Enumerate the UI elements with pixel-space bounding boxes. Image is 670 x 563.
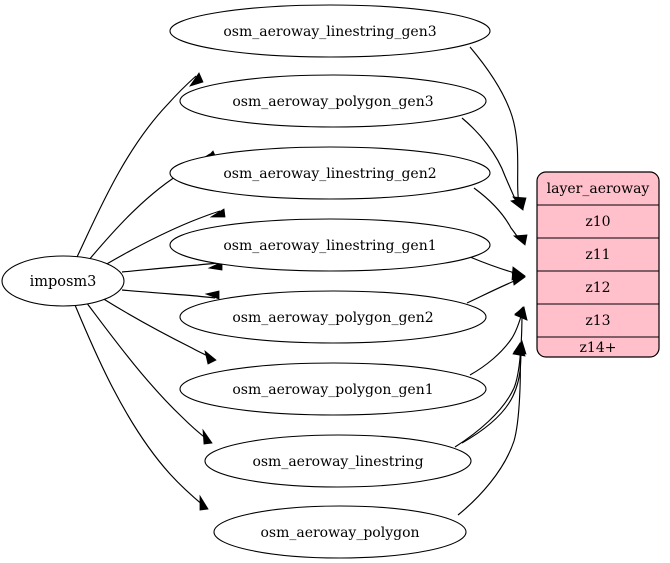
osm_aeroway_polygon_gen2-label: osm_aeroway_polygon_gen2 [232,310,433,326]
node-osm_aeroway_linestring[interactable]: osm_aeroway_linestring [204,434,472,488]
osm_aeroway_polygon-label: osm_aeroway_polygon [260,525,419,541]
edge-imposm3-to-osm_aeroway_polygon [74,304,209,511]
edge-imposm3-to-osm_aeroway_linestring_gen3 [76,72,204,258]
edge-osm_aeroway_polygon_gen3-to-z10 [461,117,525,211]
osm_aeroway_polygon_gen1-label: osm_aeroway_polygon_gen1 [232,382,433,398]
osm_aeroway_linestring_gen1-ellipse-shape [169,218,491,272]
osm_aeroway_linestring_gen2-label: osm_aeroway_linestring_gen2 [223,166,436,182]
edge-osm_aeroway_polygon-to-z14plus [457,342,526,516]
layer_aeroway-header-label: layer_aeroway [547,181,650,197]
osm_aeroway_polygon_gen1-ellipse-shape [179,362,487,416]
osm_aeroway_polygon_gen3-label: osm_aeroway_polygon_gen3 [232,94,433,110]
node-osm_aeroway_polygon_gen3[interactable]: osm_aeroway_polygon_gen3 [179,74,487,128]
osm_aeroway_polygon_gen2-ellipse-shape [179,290,487,344]
edge-imposm3-to-osm_aeroway_polygon_gen2 [121,289,220,300]
edge-osm_aeroway_polygon_gen2-to-z12 [466,271,526,304]
edge-osm_aeroway_linestring-to-z13 [454,306,528,448]
edge-imposm3-to-osm_aeroway_linestring_gen2 [104,208,226,266]
node-osm_aeroway_polygon_gen2[interactable]: osm_aeroway_polygon_gen2 [179,290,487,344]
edge-osm_aeroway_linestring_gen2-to-z11 [473,187,528,246]
layer_aeroway-row-z10-label: z10 [585,214,610,230]
edge-imposm3-to-osm_aeroway_polygon_gen1 [101,297,217,365]
imposm3-label: imposm3 [30,274,97,290]
osm_aeroway_linestring-label: osm_aeroway_linestring [252,454,423,470]
osm_aeroway_polygon_gen3-ellipse-shape [179,74,487,128]
edge-imposm3-to-osm_aeroway_linestring [85,301,213,445]
layer_aeroway-row-z13-label: z13 [585,313,610,329]
node-layer_aeroway-table[interactable]: layer_aeroway z10 z11 z12 z13 z14+ [536,171,660,358]
layer_aeroway-table-body [536,171,660,358]
node-osm_aeroway_linestring_gen2[interactable]: osm_aeroway_linestring_gen2 [169,146,491,200]
node-osm_aeroway_polygon[interactable]: osm_aeroway_polygon [213,505,467,559]
osm_aeroway_linestring_gen1-label: osm_aeroway_linestring_gen1 [223,238,436,254]
layer_aeroway-row-z12-label: z12 [585,280,610,296]
osm_aeroway_linestring_gen3-label: osm_aeroway_linestring_gen3 [223,24,436,40]
layer_aeroway-row-z14plus-label: z14+ [580,340,617,356]
osm_aeroway_linestring_gen2-ellipse-shape [169,146,491,200]
node-osm_aeroway_polygon_gen1[interactable]: osm_aeroway_polygon_gen1 [179,362,487,416]
imposm3-ellipse-shape [1,255,125,307]
edge-group-sources-to-table [454,46,528,516]
node-osm_aeroway_linestring_gen3[interactable]: osm_aeroway_linestring_gen3 [169,4,491,58]
node-imposm3[interactable]: imposm3 [1,255,125,307]
node-osm_aeroway_linestring_gen1[interactable]: osm_aeroway_linestring_gen1 [169,218,491,272]
layer_aeroway-row-z11-label: z11 [585,247,610,263]
edge-imposm3-to-osm_aeroway_linestring_gen1 [121,261,223,273]
osm_aeroway_linestring-ellipse-shape [204,434,472,488]
osm_aeroway_linestring_gen3-ellipse-shape [169,4,491,58]
edge-osm_aeroway_linestring_gen3-to-z10 [469,46,527,210]
osm_aeroway_polygon-ellipse-shape [213,505,467,559]
